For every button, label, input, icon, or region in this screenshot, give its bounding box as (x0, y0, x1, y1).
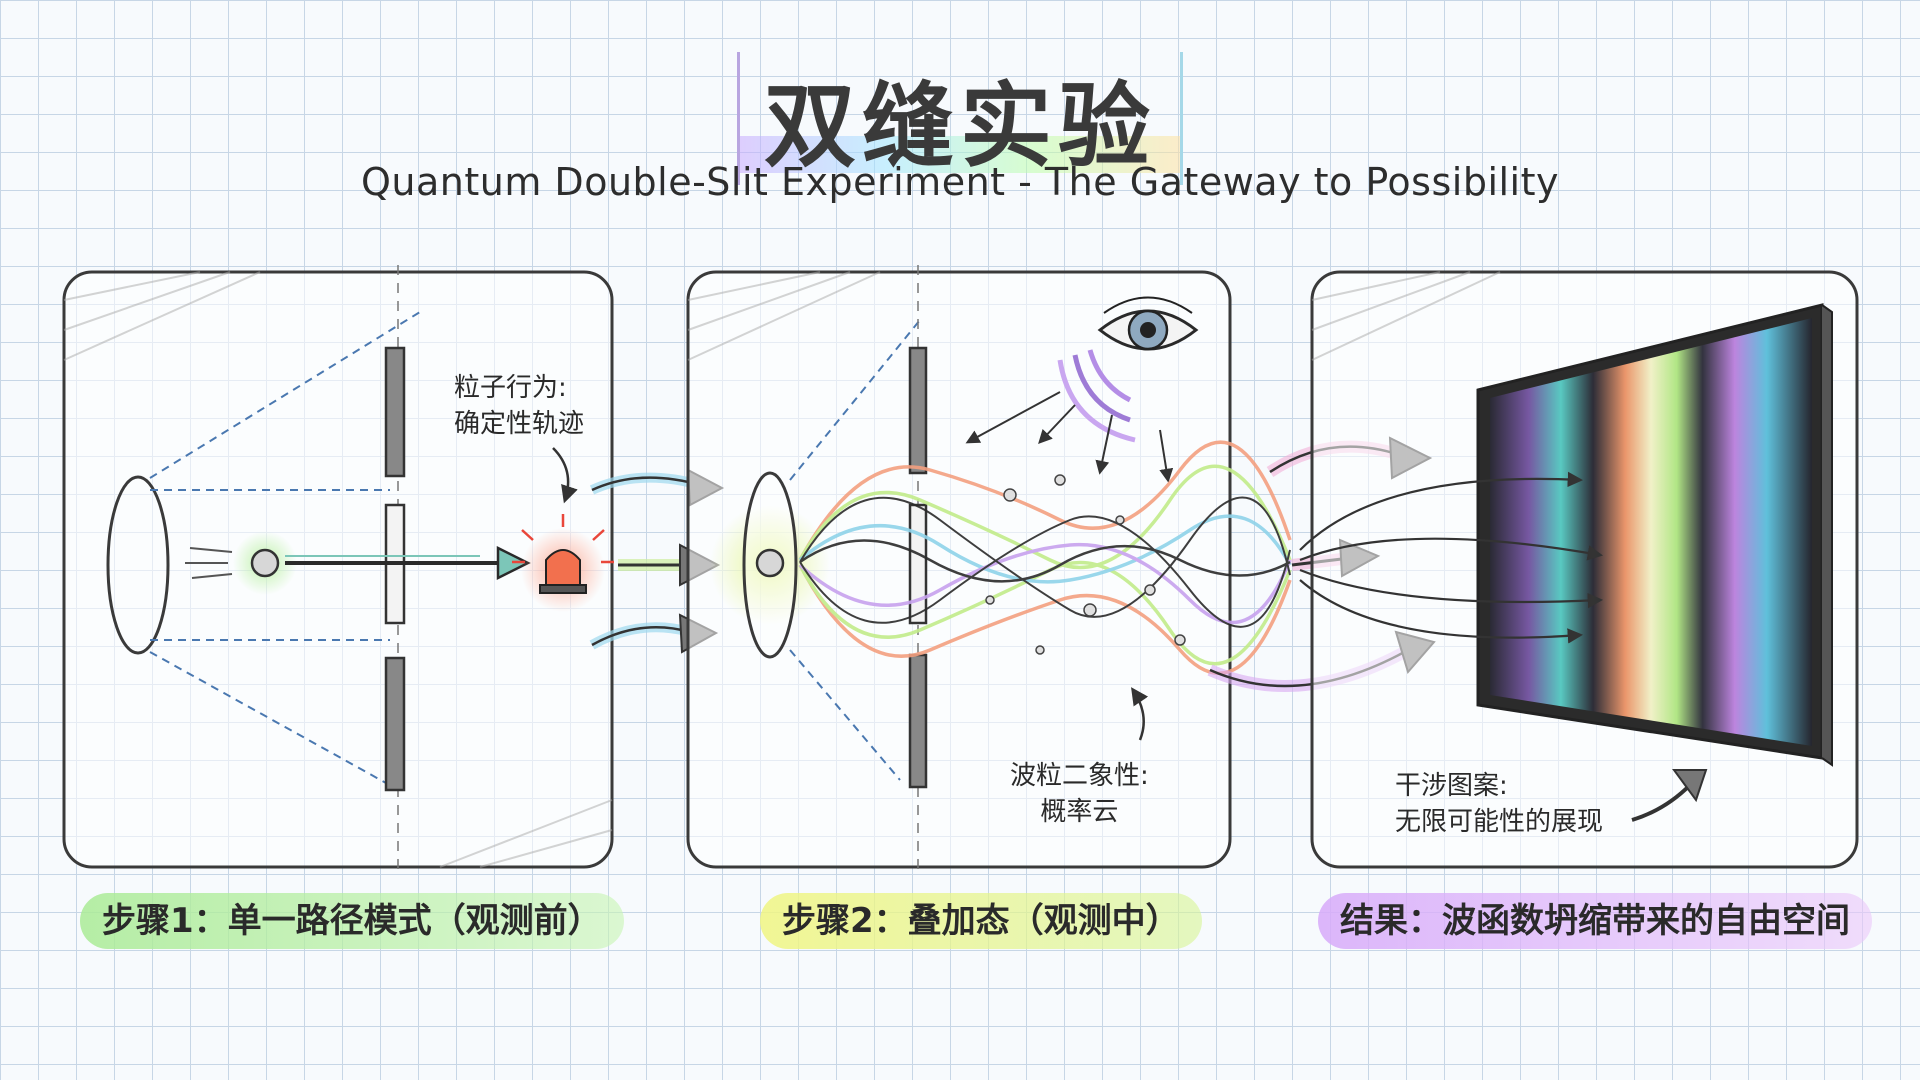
double-slit-barrier-2 (908, 265, 928, 870)
particle-callout-arrow (552, 447, 578, 504)
page-title: 双缝实验 (736, 52, 1183, 185)
pattern-label-line1: 干涉图案: (1395, 771, 1508, 801)
particle-label-line2: 确定性轨迹 (454, 409, 585, 439)
beam-cone-1 (149, 311, 421, 789)
particle-behavior-label: 粒子行为: 确定性轨迹 (454, 370, 584, 442)
wave-particle-label: 波粒二象性: 概率云 (1010, 758, 1149, 830)
alarm-light-icon (512, 514, 614, 612)
pattern-callout-arrow (1631, 783, 1692, 822)
wave-label-line2: 概率云 (1040, 797, 1119, 827)
page-subtitle: Quantum Double-Slit Experiment - The Gat… (360, 160, 1560, 204)
result-caption: 结果：波函数坍缩带来的自由空间 (1318, 893, 1872, 949)
probability-dots (985, 474, 1186, 655)
wave-callout-arrow (1131, 687, 1149, 741)
eye-icon (1097, 296, 1199, 351)
panel-2 (686, 265, 1292, 870)
wave-label-line1: 波粒二象性: (1010, 761, 1149, 791)
source-lens-1 (106, 475, 170, 655)
interference-pattern-label: 干涉图案: 无限可能性的展现 (1395, 768, 1603, 840)
particle-icon-2 (755, 548, 785, 578)
particle-icon (250, 548, 280, 578)
particle-label-line1: 粒子行为: (454, 373, 567, 403)
title-block: 双缝实验 (0, 52, 1920, 185)
panel-1 (62, 265, 614, 870)
panel-1-frame (62, 270, 614, 869)
step-2-caption: 步骤2：叠加态（观测中） (760, 893, 1202, 949)
observation-arrows (965, 391, 1174, 483)
interference-beams (1299, 471, 1604, 644)
observation-waves (1057, 349, 1136, 443)
step-1-caption: 步骤1：单一路径模式（观测前） (80, 893, 624, 949)
panel-3 (1299, 270, 1859, 869)
double-slit-barrier-1 (384, 265, 406, 870)
pattern-label-line2: 无限可能性的展现 (1395, 807, 1604, 837)
